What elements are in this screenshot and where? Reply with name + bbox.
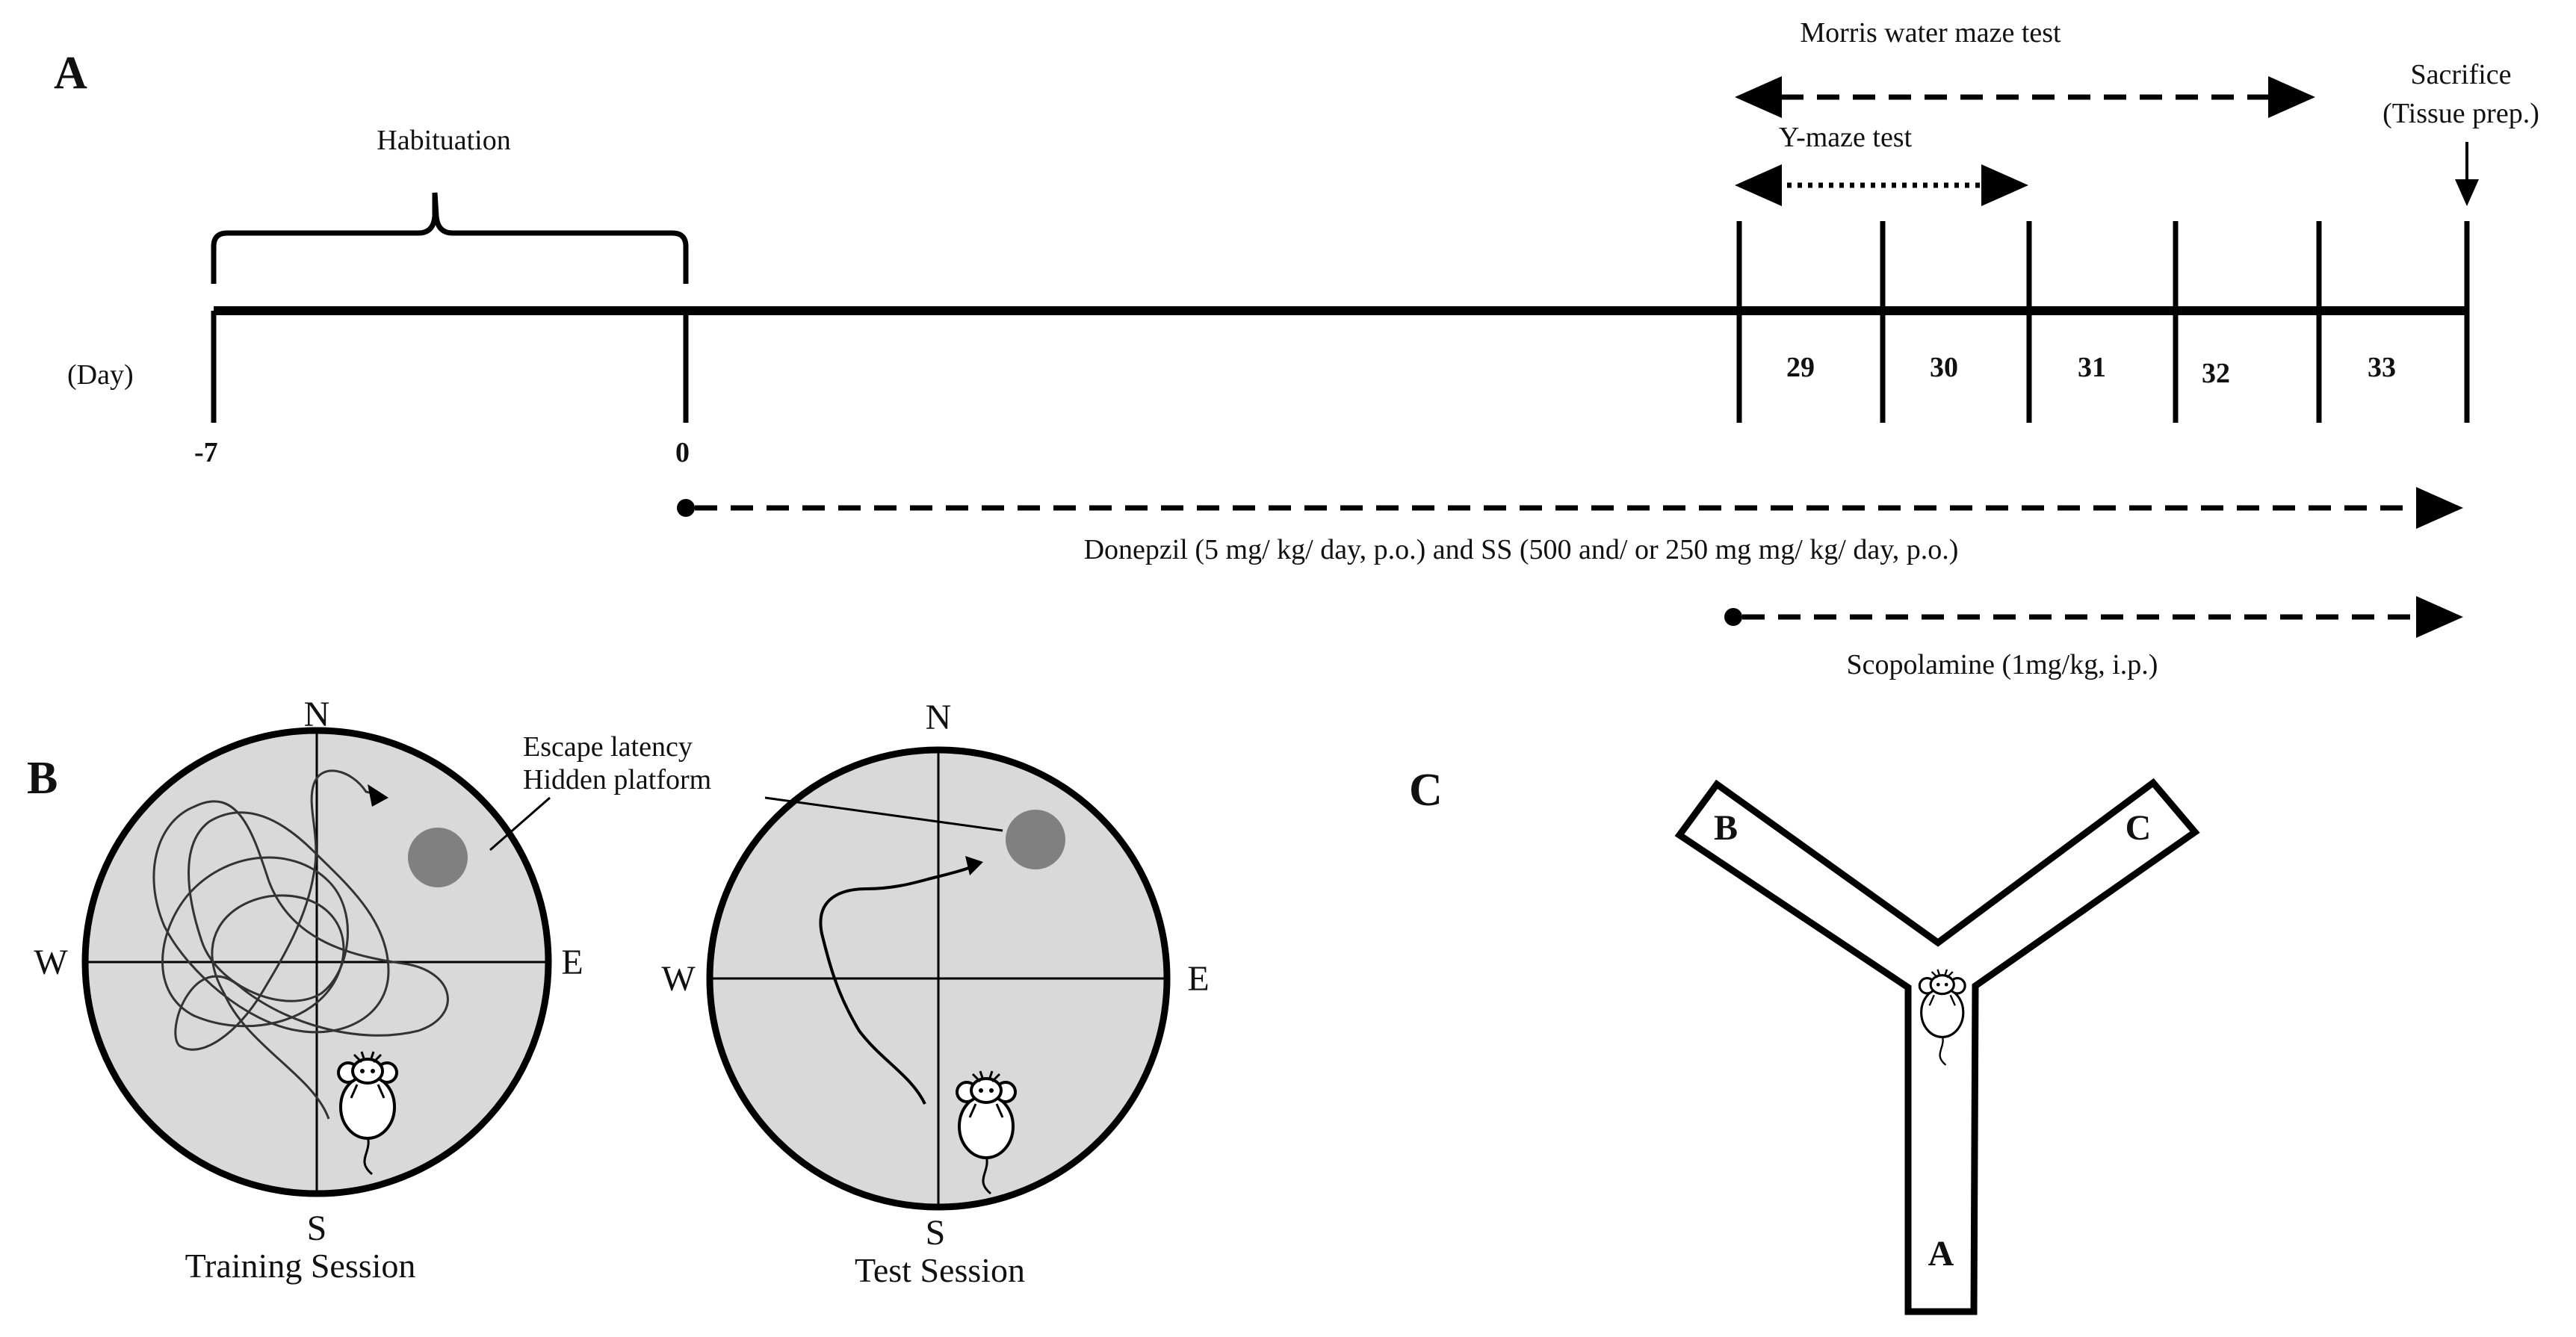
- day-30-label: 30: [1930, 352, 1958, 383]
- training-path-arrowhead: [368, 784, 388, 807]
- ymaze-outline: [1674, 778, 2200, 1315]
- treatment-start-dot: [677, 499, 695, 517]
- test-south-label: S: [926, 1213, 946, 1253]
- test-north-label: N: [926, 698, 952, 737]
- callout-line-training: [489, 796, 551, 851]
- day-minus7-label: -7: [194, 437, 218, 468]
- day-0-label: 0: [675, 437, 690, 468]
- scopolamine-start-dot: [1724, 608, 1742, 626]
- panel-b: B N S W E Training Session N S: [27, 695, 1210, 1289]
- tissue-prep-label: (Tissue prep.): [2383, 98, 2539, 129]
- training-swim-path: [152, 769, 449, 1120]
- morris-test-label: Morris water maze test: [1800, 17, 2061, 49]
- training-east-label: E: [561, 943, 583, 982]
- callout-line-test: [764, 796, 1003, 832]
- day-31-label: 31: [2078, 352, 2106, 383]
- training-pool: N S W E Training Session: [34, 695, 583, 1285]
- test-pool: N S W E Test Session: [661, 698, 1209, 1289]
- training-west-label: W: [34, 943, 68, 982]
- ymaze-test-label: Y-maze test: [1779, 122, 1913, 153]
- test-west-label: W: [661, 959, 696, 999]
- test-session-caption: Test Session: [855, 1251, 1025, 1289]
- day-axis-label: (Day): [67, 359, 134, 391]
- training-session-caption: Training Session: [185, 1247, 416, 1285]
- test-east-label: E: [1187, 959, 1209, 999]
- training-south-label: S: [307, 1209, 327, 1248]
- panel-b-letter: B: [27, 753, 58, 804]
- panel-c-letter: C: [1409, 765, 1443, 816]
- panel-a-letter: A: [54, 48, 87, 99]
- habituation-label: Habituation: [377, 125, 510, 156]
- sacrifice-label: Sacrifice: [2410, 59, 2511, 90]
- training-platform: [408, 828, 468, 887]
- day-32-label: 32: [2202, 358, 2230, 389]
- test-swim-path: [819, 865, 973, 1105]
- habituation-brace: [211, 192, 689, 284]
- day-33-label: 33: [2368, 352, 2396, 383]
- panel-a: A Habituation (Day) -7 0 29 30 31 32 33 …: [54, 17, 2539, 680]
- training-north-label: N: [304, 695, 330, 734]
- escape-latency-label: Escape latency: [523, 731, 693, 763]
- ymaze-arm-c-label: C: [2125, 808, 2152, 848]
- scopolamine-label: Scopolamine (1mg/kg, i.p.): [1847, 649, 2158, 680]
- day-29-label: 29: [1786, 352, 1815, 383]
- ymaze-arm-a-label: A: [1928, 1234, 1954, 1274]
- test-path-arrowhead: [965, 856, 983, 875]
- test-platform: [1006, 810, 1065, 869]
- panel-c: C A B C: [1409, 765, 2200, 1315]
- ymaze-arm-b-label: B: [1714, 808, 1738, 848]
- hidden-platform-label: Hidden platform: [523, 764, 711, 795]
- treatment-label: Donepzil (5 mg/ kg/ day, p.o.) and SS (5…: [1084, 534, 1959, 565]
